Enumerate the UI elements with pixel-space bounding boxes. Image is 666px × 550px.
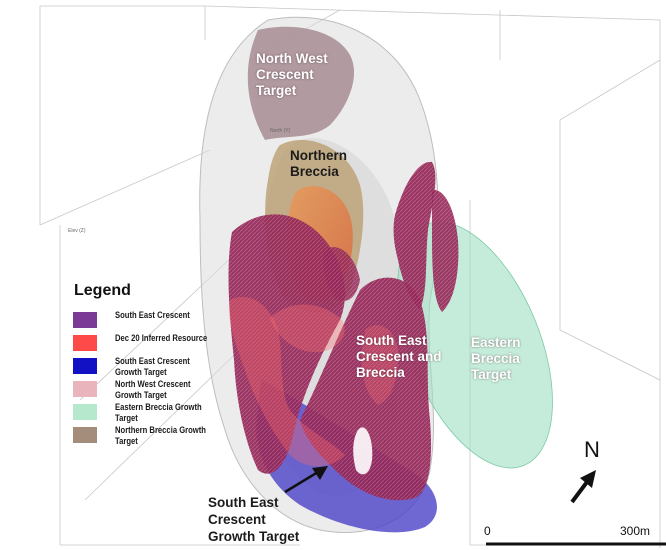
legend-item-label: Northern Breccia Growth Target — [115, 425, 206, 447]
legend-item: South East Crescent Growth Target — [70, 356, 240, 379]
legend-item: Eastern Breccia Growth Target — [70, 402, 240, 425]
legend-item: Northern Breccia Growth Target — [70, 425, 240, 448]
scale-bar-start-label: 0 — [484, 524, 491, 538]
legend-swatch — [73, 335, 97, 351]
legend-swatch — [73, 358, 97, 374]
legend-item-label: Dec 20 Inferred Resource — [115, 333, 207, 344]
legend-swatch — [73, 427, 97, 443]
legend-item-label: Eastern Breccia Growth Target — [115, 402, 202, 424]
north-arrow-icon — [572, 470, 596, 502]
label-south-east-crescent-and-breccia: South East Crescent and Breccia — [356, 333, 442, 381]
label-northern-breccia: Northern Breccia — [290, 148, 347, 180]
legend-item-label: North West Crescent Growth Target — [115, 379, 191, 401]
legend-item: South East Crescent — [70, 310, 240, 333]
legend-item-label: South East Crescent — [115, 310, 190, 321]
legend-item-label: South East Crescent Growth Target — [115, 356, 190, 378]
legend-swatch — [73, 404, 97, 420]
label-south-east-crescent-growth-target: South East Crescent Growth Target — [208, 494, 299, 545]
scale-bar-end-label: 300m — [620, 524, 650, 538]
label-north-west-crescent-target: North West Crescent Target — [256, 51, 328, 99]
label-eastern-breccia-target: Eastern Breccia Target — [471, 335, 521, 383]
legend-title: Legend — [74, 282, 240, 300]
legend-item: North West Crescent Growth Target — [70, 379, 240, 402]
legend-items: South East CrescentDec 20 Inferred Resou… — [70, 310, 240, 448]
legend: Legend South East CrescentDec 20 Inferre… — [70, 282, 240, 448]
north-arrow-label: N — [584, 437, 600, 463]
legend-item: Dec 20 Inferred Resource — [70, 333, 240, 356]
north-axis-label: North (Y) — [270, 128, 290, 134]
legend-swatch — [73, 381, 97, 397]
legend-swatch — [73, 312, 97, 328]
elev-axis-label: Elev (Z) — [68, 228, 86, 234]
